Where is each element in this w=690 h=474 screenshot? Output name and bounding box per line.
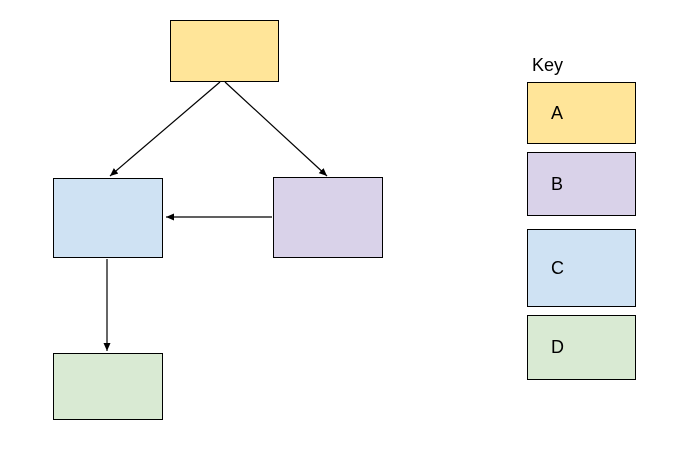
key-item-d: D	[527, 315, 636, 380]
key-item-label: C	[551, 257, 564, 278]
key-item-b: B	[527, 152, 636, 216]
node-d-green	[53, 353, 163, 420]
key-item-label: B	[551, 173, 564, 194]
key-title: Key	[532, 55, 564, 75]
node-b-purple	[273, 177, 383, 258]
node-c-blue	[53, 178, 163, 258]
edge-a-to-b	[224, 81, 328, 177]
key-item-a: A	[527, 82, 636, 144]
node-a-yellow	[170, 20, 279, 82]
key-item-c: C	[527, 229, 636, 307]
key-item-label: A	[551, 102, 564, 123]
edge-a-to-c	[109, 81, 221, 177]
key-item-label: D	[551, 337, 564, 357]
